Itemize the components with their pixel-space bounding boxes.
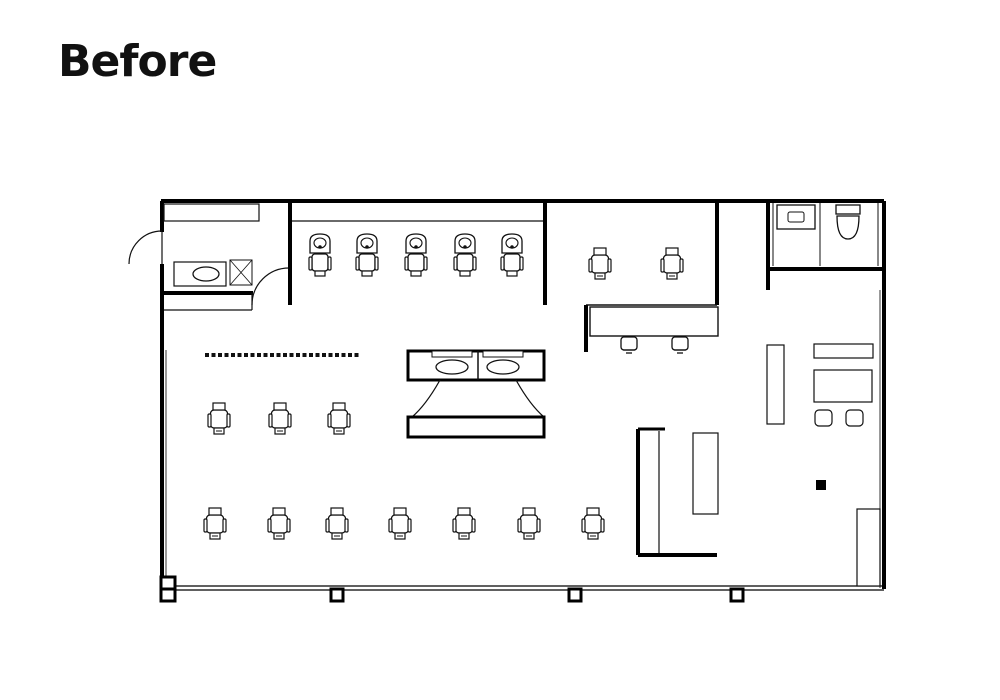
columns [159, 575, 745, 603]
entrance-door [128, 230, 163, 265]
toilet-icon [835, 204, 861, 240]
waiting-chairs [207, 402, 351, 435]
stool-icon [620, 336, 638, 354]
chair-icon [267, 507, 291, 540]
chair-icon [452, 507, 476, 540]
office-area [766, 343, 881, 587]
stool-icon [671, 336, 689, 354]
waiting-room [584, 201, 719, 352]
shampoo-area [288, 201, 547, 305]
chair-icon [581, 507, 605, 540]
page-title: Before [58, 36, 217, 87]
storage-room [163, 203, 290, 311]
chair-icon [517, 507, 541, 540]
outer-walls [160, 199, 886, 600]
reception-counter [589, 306, 719, 354]
shampoo-chair-icon [308, 233, 332, 277]
shampoo-chair-icon [355, 233, 379, 277]
chair-icon [325, 507, 349, 540]
styling-island [406, 349, 546, 439]
chair-icon [207, 402, 231, 435]
chair-icon [588, 247, 612, 280]
shampoo-chair-icon [500, 233, 524, 277]
sink-icon [192, 266, 220, 282]
chair-icon [327, 402, 351, 435]
chair-icon [388, 507, 412, 540]
chair-icon [660, 247, 684, 280]
shampoo-chair-icon [404, 233, 428, 277]
shampoo-chairs [308, 233, 524, 277]
shampoo-chair-icon [453, 233, 477, 277]
restroom [766, 203, 884, 290]
chair-icon [203, 507, 227, 540]
chair-icon [268, 402, 292, 435]
counter-area [636, 427, 719, 557]
styling-chairs [203, 507, 605, 540]
